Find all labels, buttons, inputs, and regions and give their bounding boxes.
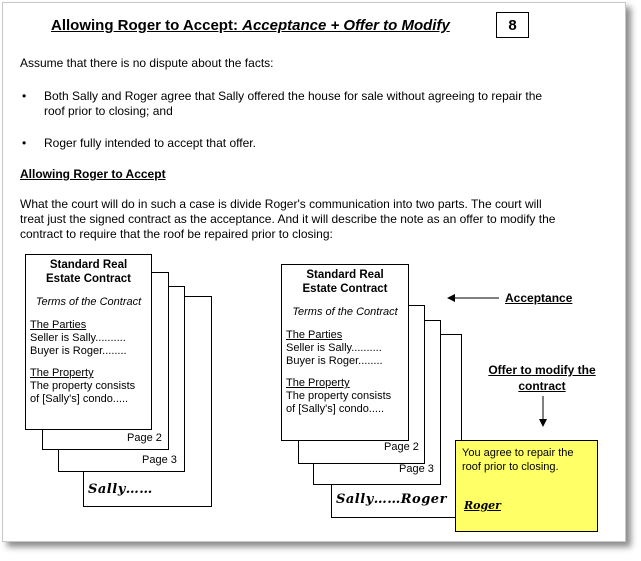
- roof-repair-note: You agree to repair the roof prior to cl…: [455, 440, 598, 532]
- acceptance-arrow-icon: [447, 294, 499, 302]
- explanation-paragraph: What the court will do in such a case is…: [20, 197, 556, 241]
- acceptance-label: Acceptance: [505, 291, 573, 305]
- bullet-item-1: Both Sally and Roger agree that Sally of…: [44, 89, 543, 118]
- bullet-icon: •: [22, 89, 27, 103]
- bullet-item-2: Roger fully intended to accept that offe…: [44, 136, 256, 150]
- sally-roger-signature: Sally……Roger: [336, 492, 447, 507]
- offer-arrow-icon: [539, 396, 547, 427]
- contract-page-1: [281, 264, 409, 441]
- slide-frame: Allowing Roger to Accept: Acceptance + O…: [2, 2, 626, 542]
- bullet-icon: •: [22, 136, 27, 150]
- page-2-label: Page 2: [127, 432, 162, 444]
- page-3-label: Page 3: [399, 463, 434, 475]
- roger-note-signature: Roger: [464, 499, 501, 512]
- page-3-label: Page 3: [142, 454, 177, 466]
- page-number-badge: 8: [496, 12, 529, 38]
- left-contract-text: Standard Real Estate Contract Terms of t…: [30, 259, 142, 405]
- offer-to-modify-label: Offer to modify the contract: [488, 363, 596, 393]
- section-heading: Allowing Roger to Accept: [20, 167, 166, 181]
- contract-page-1: [25, 254, 152, 430]
- slide-title: Allowing Roger to Accept: Acceptance + O…: [51, 17, 450, 34]
- right-contract-text: Standard Real Estate Contract Terms of t…: [286, 269, 398, 415]
- intro-text: Assume that there is no dispute about th…: [20, 56, 274, 70]
- page-2-label: Page 2: [384, 441, 419, 453]
- sally-signature: Sally……: [88, 482, 153, 497]
